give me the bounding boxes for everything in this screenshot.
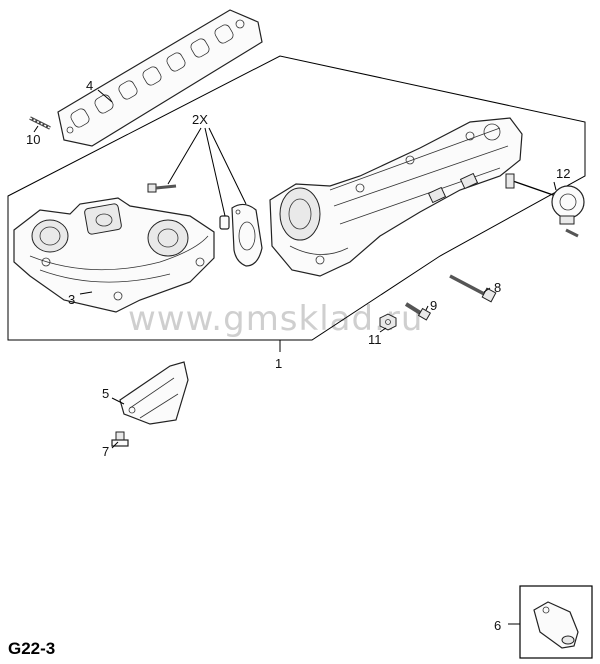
- gasket-4: [57, 9, 263, 147]
- callout-5: 5: [102, 386, 109, 401]
- intake-manifold-1: [269, 117, 523, 277]
- callout-2x: 2X: [192, 112, 208, 127]
- bolt-9: [404, 302, 432, 321]
- bolt-7: [111, 431, 129, 447]
- assembly-frame: [7, 55, 586, 341]
- leader-lines: [33, 89, 557, 625]
- part-6-box: [519, 585, 593, 659]
- bracket-5: [119, 361, 189, 425]
- callout-1: 1: [275, 356, 282, 371]
- callout-12: 12: [556, 166, 570, 181]
- sleeve-2x: [219, 215, 230, 230]
- nut-11: [379, 313, 397, 331]
- gasket-2x: [231, 203, 263, 267]
- screw-12-small: [565, 228, 579, 238]
- callout-9: 9: [430, 298, 437, 313]
- callout-4: 4: [86, 78, 93, 93]
- stud-10: [29, 116, 51, 130]
- callout-7: 7: [102, 444, 109, 459]
- callout-11: 11: [368, 332, 382, 347]
- intake-manifold-3: [13, 197, 215, 313]
- diagram-code: G22-3: [8, 639, 55, 658]
- callout-8: 8: [494, 280, 501, 295]
- callout-10: 10: [26, 132, 40, 147]
- callout-6: 6: [494, 618, 501, 633]
- callout-3: 3: [68, 292, 75, 307]
- watermark: www.gmsklad.ru: [128, 299, 423, 339]
- actuator-12: [505, 173, 585, 225]
- bolt-8: [449, 274, 497, 303]
- bolt-2x: [147, 183, 177, 193]
